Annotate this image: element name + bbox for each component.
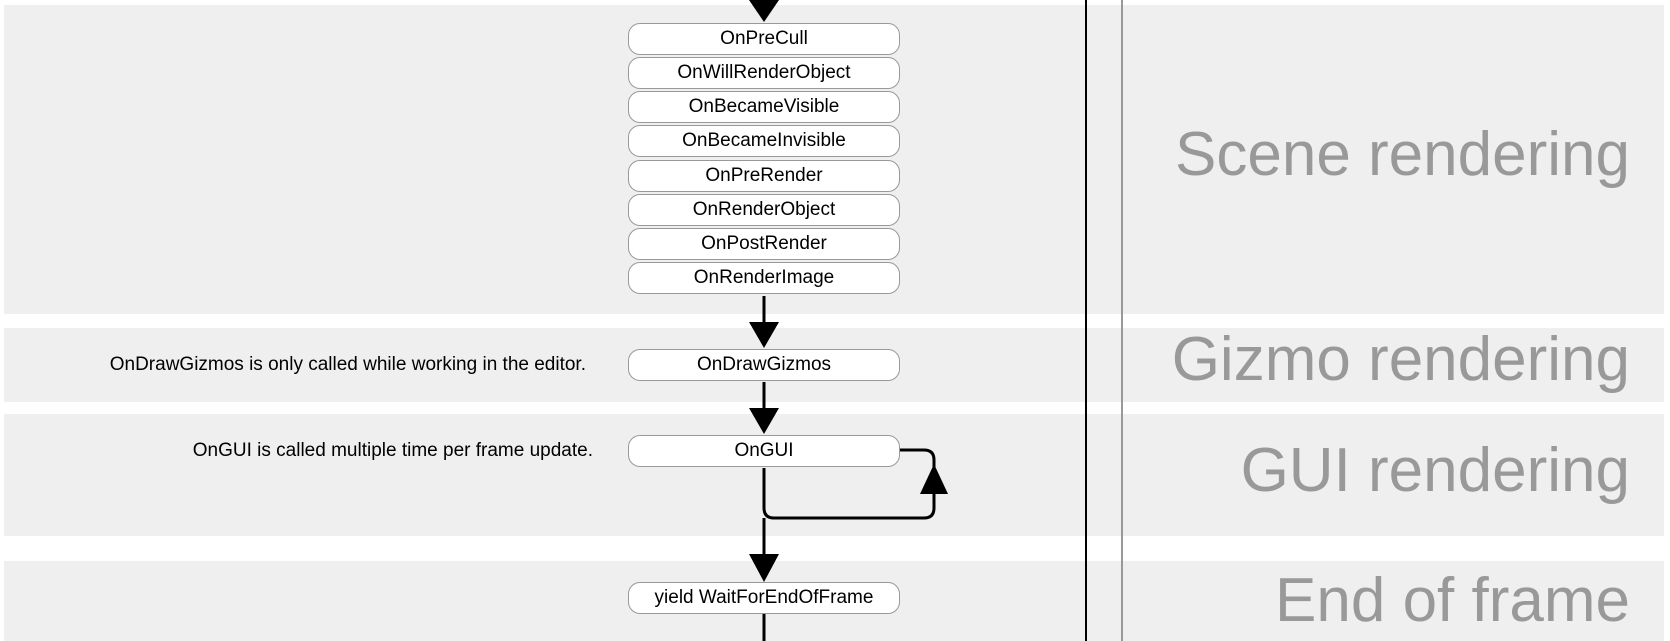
node-label: OnGUI (734, 440, 794, 461)
arrow-head-entry (749, 0, 779, 22)
phase-label-scene-rendering: Scene rendering (1175, 120, 1630, 189)
phase-label-gizmo-rendering: Gizmo rendering (1171, 325, 1630, 394)
node-label: OnBecameVisible (688, 96, 840, 117)
note-gizmos: OnDrawGizmos is only called while workin… (109, 354, 586, 375)
note-gui: OnGUI is called multiple time per frame … (192, 440, 593, 461)
node-on-pre-render: OnPreRender (628, 160, 900, 192)
phase-label-end-of-frame: End of frame (1275, 566, 1630, 635)
node-label: OnWillRenderObject (677, 62, 851, 83)
divider-line-black (1085, 0, 1087, 641)
node-label: OnRenderObject (692, 199, 836, 220)
node-on-will-render-object: OnWillRenderObject (628, 57, 900, 89)
node-on-became-invisible: OnBecameInvisible (628, 125, 900, 157)
divider-line-gray (1121, 0, 1123, 641)
node-on-draw-gizmos: OnDrawGizmos (628, 349, 900, 381)
phase-label-gui-rendering: GUI rendering (1240, 436, 1630, 505)
arrow-head-gizmos (749, 322, 779, 348)
node-label: OnPostRender (701, 233, 827, 254)
node-on-pre-cull: OnPreCull (628, 23, 900, 55)
node-on-render-image: OnRenderImage (628, 262, 900, 294)
node-label: OnPreRender (705, 165, 823, 186)
node-yield-wait-for-end-of-frame: yield WaitForEndOfFrame (628, 582, 900, 614)
node-label: OnDrawGizmos (696, 354, 832, 375)
arrow-head-yield (749, 554, 779, 582)
node-label: OnPreCull (720, 28, 808, 49)
node-on-became-visible: OnBecameVisible (628, 91, 900, 123)
node-label: yield WaitForEndOfFrame (654, 587, 874, 608)
band-gui-rendering (4, 414, 1664, 536)
node-on-gui: OnGUI (628, 435, 900, 467)
gui-loop-path (762, 448, 936, 520)
node-label: OnBecameInvisible (682, 130, 846, 151)
node-label: OnRenderImage (693, 267, 835, 288)
gui-loop-arrow-head (920, 464, 948, 494)
node-on-post-render: OnPostRender (628, 228, 900, 260)
arrow-head-gui (749, 408, 779, 434)
node-on-render-object: OnRenderObject (628, 194, 900, 226)
